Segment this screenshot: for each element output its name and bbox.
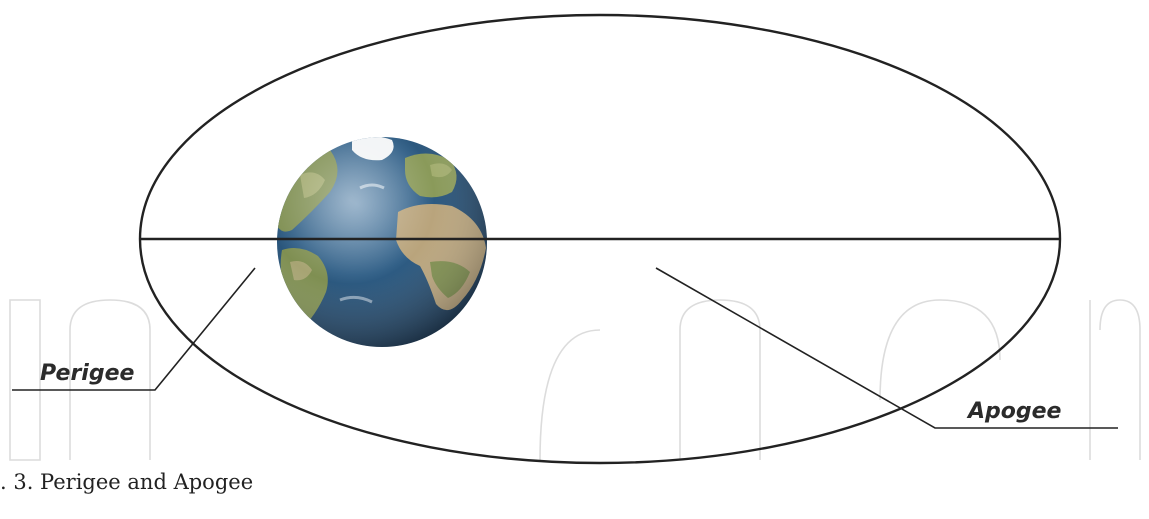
earth-globe-icon — [274, 136, 487, 347]
figure-caption: . 3. Perigee and Apogee — [0, 470, 253, 494]
apogee-label: Apogee — [966, 399, 1062, 424]
watermark-logo — [10, 300, 1140, 460]
perigee-label: Perigee — [40, 361, 135, 386]
